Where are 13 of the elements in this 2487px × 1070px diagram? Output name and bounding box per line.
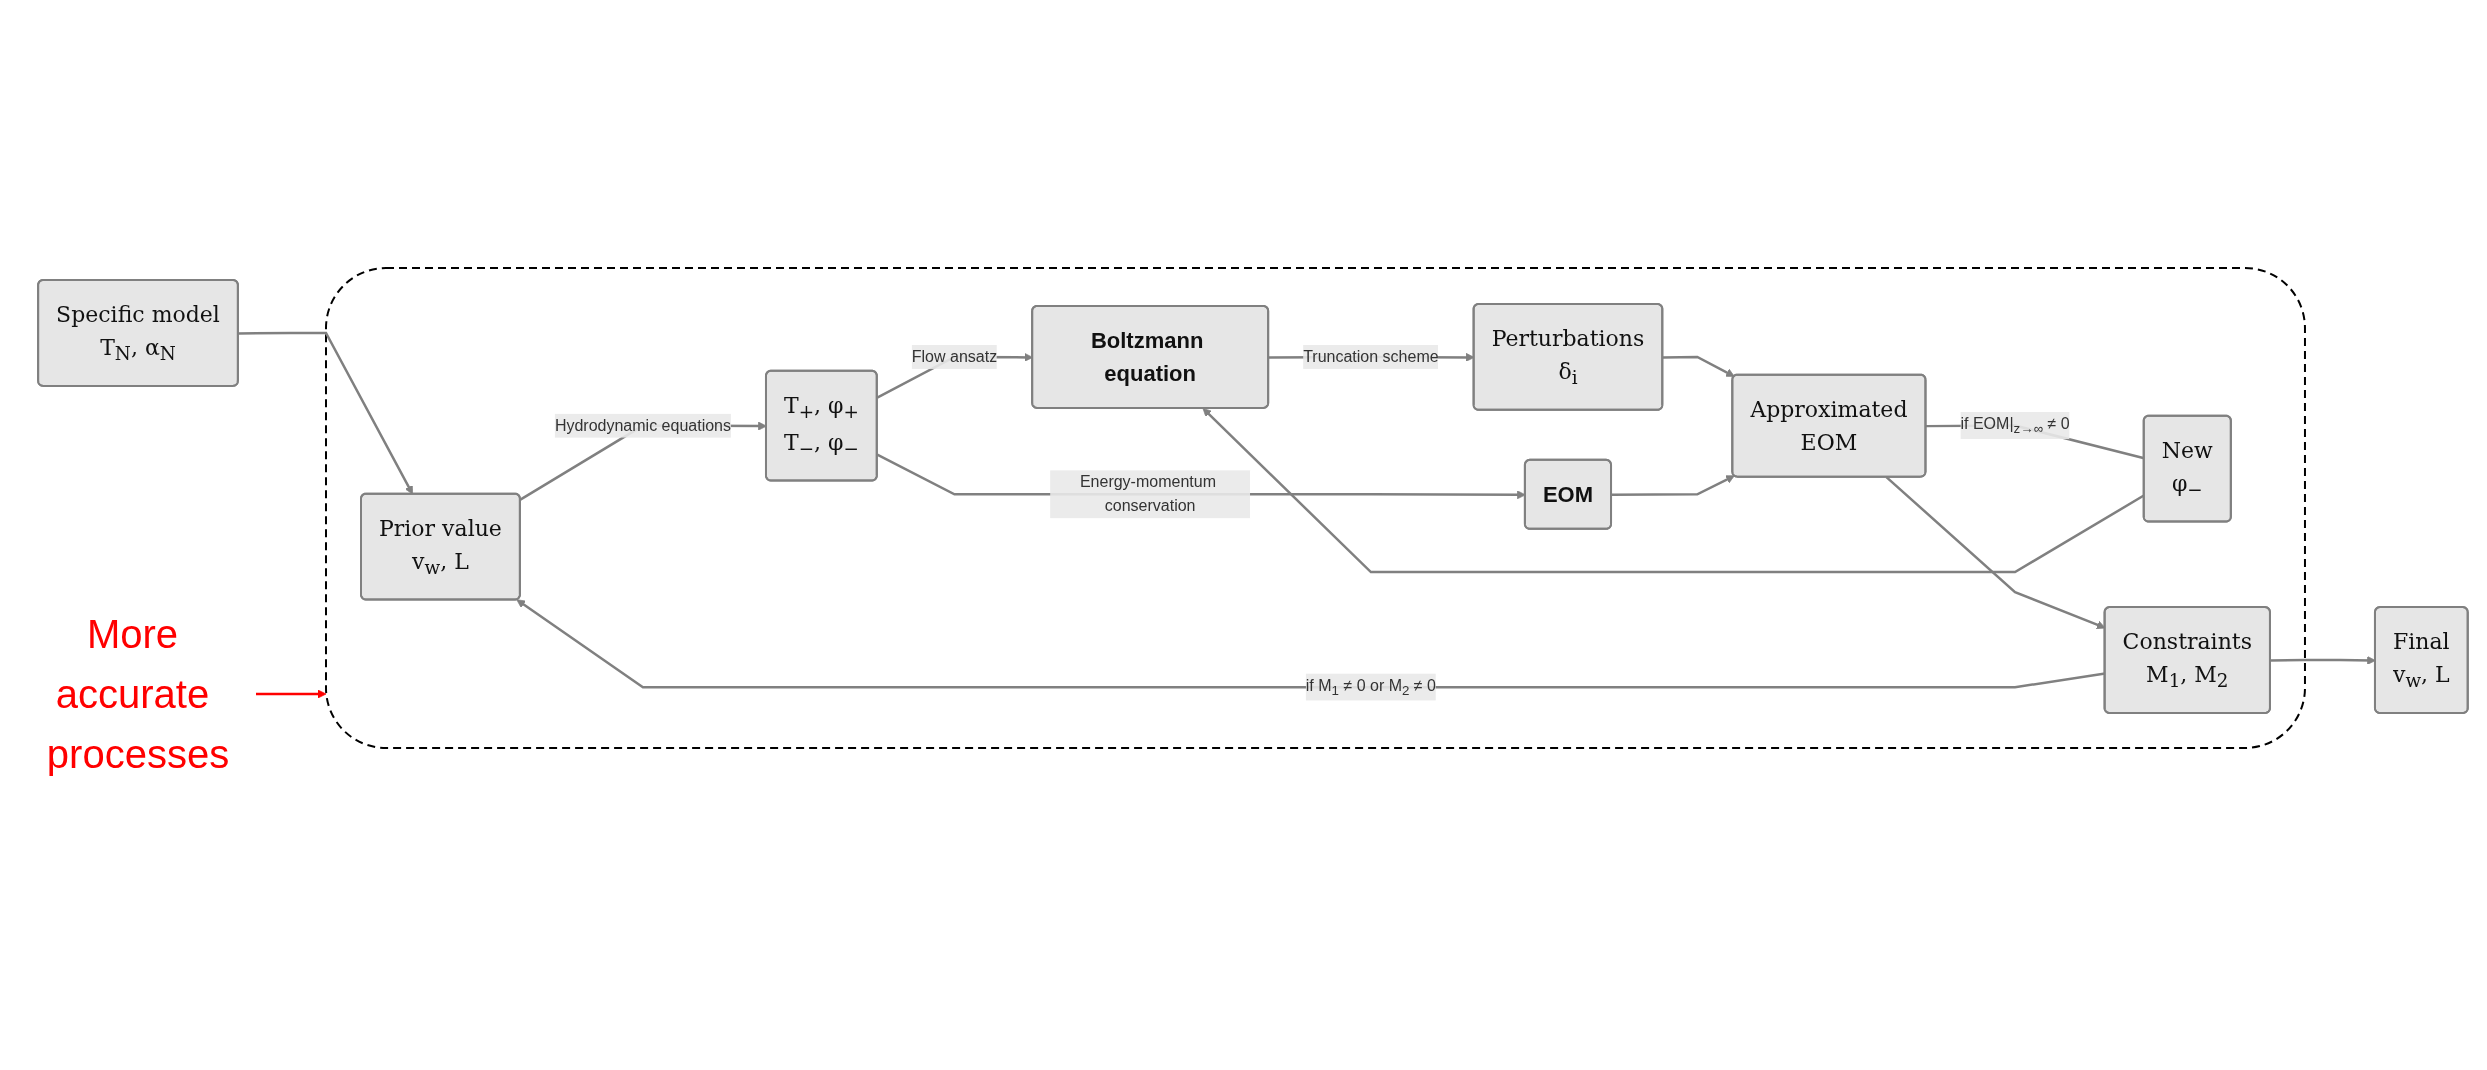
- edge-label: Flow ansatz: [911, 347, 997, 365]
- cluster: [324, 267, 2306, 749]
- arrow: [1611, 475, 1735, 497]
- node-text: More accurate processes: [46, 612, 229, 776]
- arrow: [1662, 355, 1735, 377]
- arrow: [238, 331, 413, 495]
- edge-label: if EOM|$_{z→∞}$ ≠ 0: [1960, 415, 2070, 437]
- arrow: [255, 689, 327, 699]
- edge-label: Hydrodynamic equations: [554, 416, 731, 434]
- edge-label: Energy-momentum conservation: [1079, 473, 1216, 515]
- edge-label: Truncation scheme: [1302, 347, 1439, 365]
- edge-label: if M$_{1}$ ≠ 0 or M$_{2}$ ≠ 0: [1305, 676, 1436, 698]
- arrow: [516, 599, 2105, 689]
